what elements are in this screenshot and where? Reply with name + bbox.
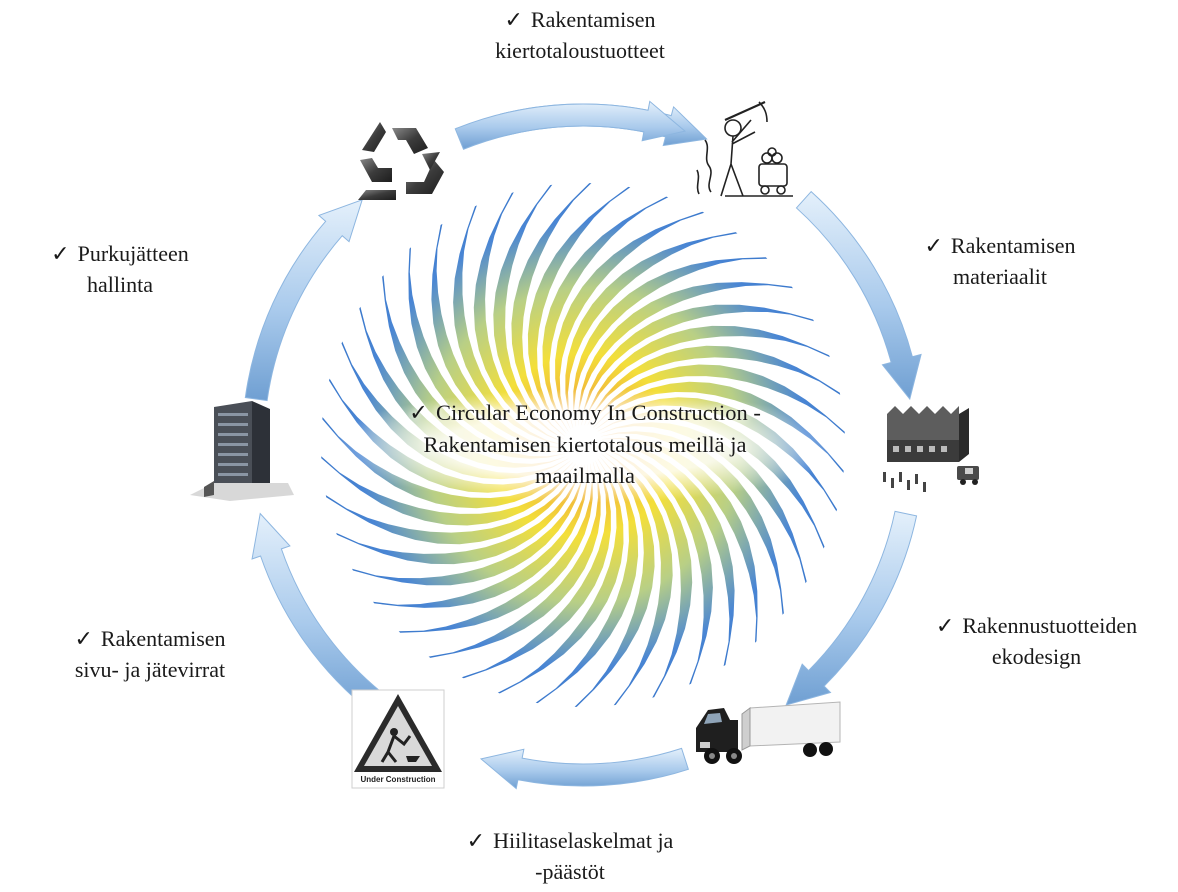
- spiral-arm: [321, 456, 576, 526]
- cycle-arrow: [244, 198, 363, 402]
- label-line: materiaalit: [952, 264, 1048, 290]
- spiral-arm: [584, 325, 830, 426]
- miner-icon: [696, 100, 793, 197]
- label-line: ekodesign: [991, 644, 1082, 670]
- spiral-arm: [603, 444, 713, 685]
- spiral-arm: [453, 205, 563, 446]
- check-icon: ✓: [409, 400, 428, 425]
- label-side-streams: ✓ Rakentamisen sivu- ja jätevirrat: [20, 623, 280, 685]
- center-title-line: Rakentamisen kiertotalous meillä ja: [423, 431, 747, 457]
- check-icon: ✓: [51, 241, 70, 266]
- spiral-arm: [602, 447, 693, 698]
- label-line: Hiilitaselaskelmat ja: [493, 828, 674, 853]
- spiral-arm: [473, 192, 564, 443]
- label-line: hallinta: [87, 272, 153, 298]
- center-title: ✓ Circular Economy In Construction - Rake…: [320, 397, 850, 492]
- label-ecodesign: ✓ Rakennustuotteiden ekodesign: [895, 610, 1178, 672]
- label-line: Rakentamisen: [950, 233, 1076, 258]
- spiral-arm: [527, 186, 631, 434]
- cycle-arrow: [785, 510, 918, 706]
- spiral-arm: [578, 282, 793, 426]
- under-construction-sign-icon: [351, 689, 445, 789]
- spiral-arm: [352, 464, 585, 586]
- spiral-arm: [535, 456, 639, 704]
- cycle-arrow: [795, 190, 922, 401]
- spiral-arm: [602, 450, 673, 706]
- center-highlight: [330, 390, 840, 502]
- spiral-arm: [373, 464, 588, 608]
- truck-icon: [696, 701, 841, 764]
- label-line: sivu- ja jätevirrat: [74, 657, 226, 683]
- cycle-arrow: [454, 100, 687, 150]
- sign-caption: Under Construction: [360, 775, 436, 784]
- label-line: kiertotaloustuotteet: [495, 38, 665, 64]
- spiral-arm: [336, 464, 582, 565]
- spiral-arm: [581, 304, 814, 426]
- check-icon: ✓: [466, 828, 486, 853]
- cycle-arrow: [479, 747, 690, 790]
- check-icon: ✓: [935, 613, 955, 638]
- spiral-arm: [587, 345, 841, 426]
- factory-icon: [883, 406, 979, 492]
- center-title-line: Circular Economy In Construction -: [435, 400, 761, 425]
- label-line: Purkujätteen: [77, 241, 189, 266]
- label-demolition-waste: ✓ Purkujätteen hallinta: [20, 238, 220, 300]
- check-icon: ✓: [924, 233, 943, 258]
- check-icon: ✓: [504, 7, 523, 32]
- label-line: Rakentamisen: [100, 626, 226, 651]
- recycle-icon: [358, 122, 444, 200]
- label-line: Rakentamisen: [530, 7, 656, 32]
- label-line: Rakennustuotteiden: [962, 613, 1138, 638]
- label-construction-materials: ✓ Rakentamisen materiaalit: [890, 230, 1110, 292]
- label-carbon-footprint: ✓ Hiilitaselaskelmat ja -päästöt: [420, 825, 720, 887]
- spiral-arm: [325, 464, 579, 545]
- cycle-arrow: [251, 512, 388, 715]
- spiral-arm: [493, 184, 564, 440]
- center-title-line: maailmalla: [535, 463, 635, 488]
- check-icon: ✓: [74, 626, 93, 651]
- cycle-arrows: [244, 100, 922, 790]
- spiral-arm: [590, 364, 845, 434]
- label-line: -päästöt: [535, 859, 605, 885]
- building-icon: [190, 401, 294, 501]
- label-circular-products: ✓ Rakentamisen kiertotaloustuotteet: [455, 4, 705, 66]
